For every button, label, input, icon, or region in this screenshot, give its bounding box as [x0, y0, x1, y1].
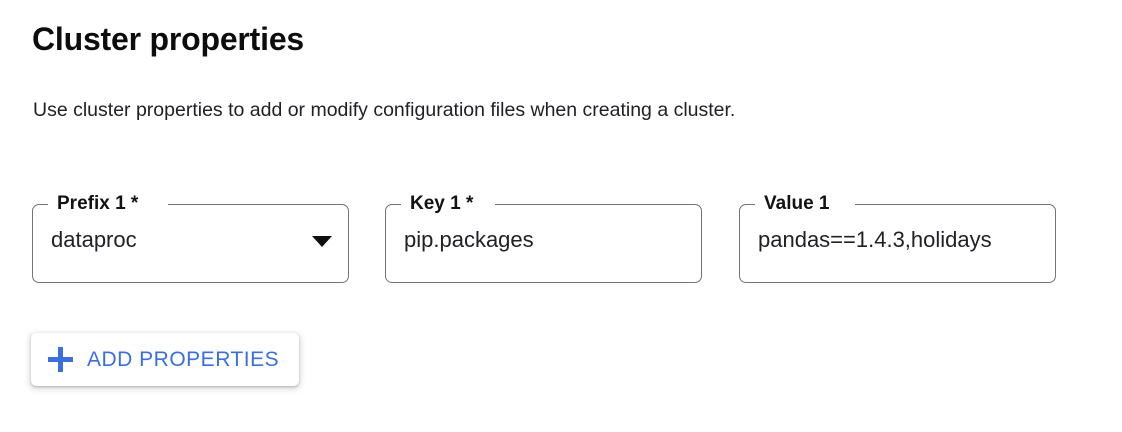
value-1-input-value[interactable]: pandas==1.4.3,holidays: [758, 227, 992, 252]
field-label-value-1: Value 1: [761, 192, 833, 216]
page-title: Cluster properties: [32, 21, 305, 57]
field-prefix-1[interactable]: Prefix 1 * dataproc: [32, 192, 349, 283]
add-properties-button[interactable]: ADD PROPERTIES: [31, 333, 300, 386]
page-description: Use cluster properties to add or modify …: [33, 99, 736, 121]
field-label-key-1: Key 1 *: [407, 192, 477, 216]
plus-icon: [48, 347, 73, 372]
add-properties-button-label: ADD PROPERTIES: [87, 347, 280, 371]
properties-row: Prefix 1 * dataproc Key 1 * pip.packages…: [32, 192, 1090, 284]
field-label-prefix-1: Prefix 1 *: [54, 192, 142, 216]
chevron-down-icon[interactable]: [312, 236, 332, 247]
prefix-1-select-value[interactable]: dataproc: [51, 227, 137, 252]
field-key-1[interactable]: Key 1 * pip.packages: [385, 192, 702, 283]
key-1-input-value[interactable]: pip.packages: [404, 227, 534, 252]
field-value-1[interactable]: Value 1 pandas==1.4.3,holidays: [739, 192, 1056, 283]
